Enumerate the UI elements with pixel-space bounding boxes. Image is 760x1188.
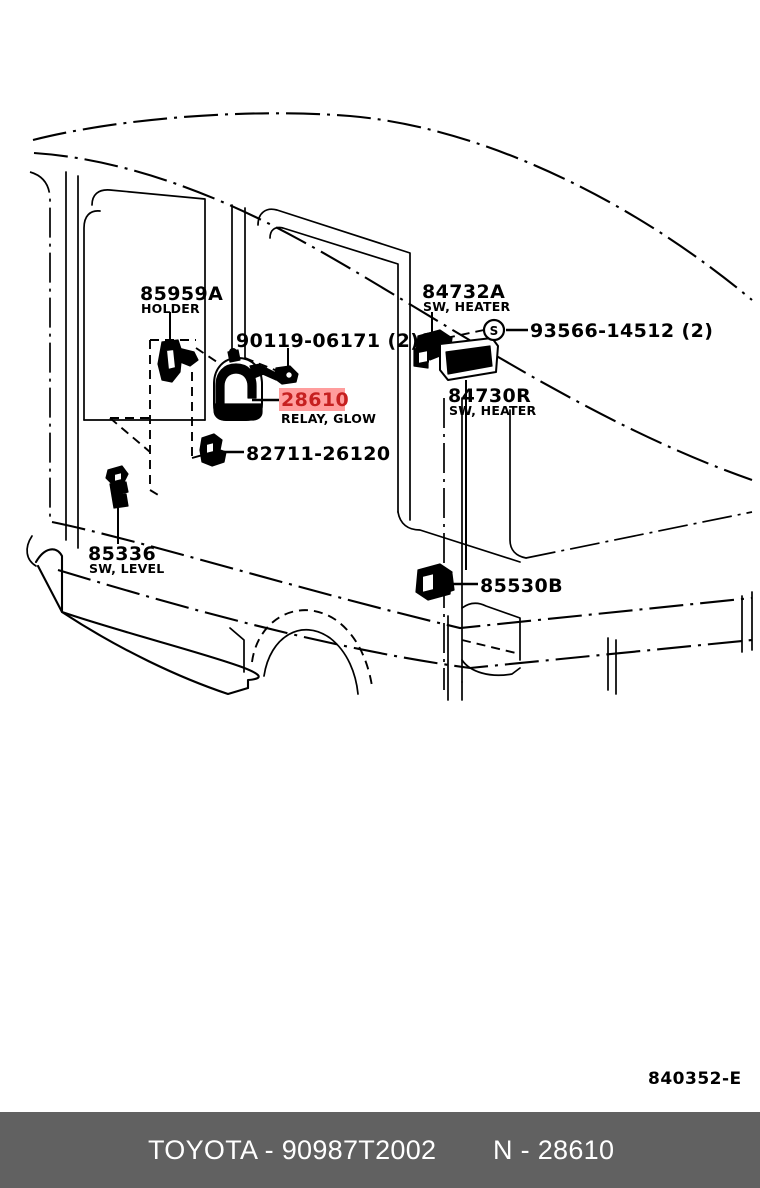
window-bottom-right (397, 511, 521, 563)
callout-clamp-number: 82711-26120 (246, 443, 391, 465)
mount-diag-b (244, 357, 291, 377)
wheel-arch-outer (251, 609, 373, 687)
rear-panel-vertical (509, 409, 527, 559)
callout-screw-number: 93566-14512 (2) (530, 320, 713, 342)
rocker-upper (51, 520, 753, 630)
body-skirt-left (36, 564, 250, 696)
callout-bolt-number: 90119-06171 (2) (236, 330, 419, 352)
part-bolt-90119 (257, 365, 299, 385)
callout-sw-heater-r-number: 84730R (448, 385, 531, 407)
window-frame-left (91, 189, 206, 421)
callout-holder-description: HOLDER (141, 301, 200, 316)
highlight-box-relay-glow (279, 388, 345, 411)
callout-connector-number: 85530B (480, 575, 563, 597)
part-relay-glow-28610 (213, 348, 265, 421)
rear-lower-curve (461, 659, 521, 677)
callout-sw-level-number: 85336 (88, 543, 156, 565)
pillar-outer-left (29, 171, 51, 520)
callout-sw-heater-a-description: SW, HEATER (423, 299, 510, 314)
roof-upper-line (32, 112, 753, 301)
wheel-arch-inner (263, 628, 359, 695)
callout-sw-heater-a-number: 84732A (422, 281, 505, 303)
body-corner-left (26, 535, 37, 567)
part-connector-85530b (415, 563, 455, 601)
leader-screw-dash (445, 329, 485, 339)
callout-sw-level-description: SW, LEVEL (89, 561, 164, 576)
callout-relay-glow-description: RELAY, GLOW (281, 411, 377, 426)
window-frame-right (257, 208, 411, 521)
rear-lower-panel (461, 602, 521, 661)
beltline-rear (525, 511, 753, 559)
part-sw-level-85336 (105, 465, 129, 509)
roof-lower-line (33, 151, 753, 481)
callout-holder-number: 85959A (140, 283, 223, 305)
callout-sw-heater-r-description: SW, HEATER (449, 403, 536, 418)
rear-lower-panel-dash (461, 639, 521, 655)
part-clamp-82711 (199, 433, 227, 467)
window-inner-left (83, 210, 101, 421)
part-heater-switch-assembly (413, 329, 499, 381)
wheel-arch-front-edge (229, 627, 245, 673)
window-inner-right (269, 226, 399, 513)
mount-outline-bottom (149, 489, 161, 497)
svg-text:S: S (490, 324, 499, 338)
footer-alternate-part-number: N - 28610 (493, 1134, 615, 1165)
footer-brand-part-number: TOYOTA - 90987T2002 (148, 1134, 437, 1165)
mount-diag-d (109, 417, 151, 453)
rocker-flange (34, 548, 260, 690)
screw-marker-s: S (482, 318, 506, 342)
mount-diag-e (191, 453, 207, 459)
rocker-lower (57, 568, 753, 670)
parts-diagram: S 85959A HOLDER 90119-06171 (2) 82711-26… (26, 112, 753, 1089)
vehicle-body-illustration: S 85959A HOLDER 90119-06171 (2) 82711-26… (26, 112, 753, 1089)
diagram-reference-code: 840352-E (648, 1069, 742, 1089)
callout-relay-glow-number: 28610 (281, 389, 350, 411)
part-holder-85959a (157, 339, 199, 383)
footer-bar: TOYOTA - 90987T2002 N - 28610 (0, 1112, 760, 1188)
